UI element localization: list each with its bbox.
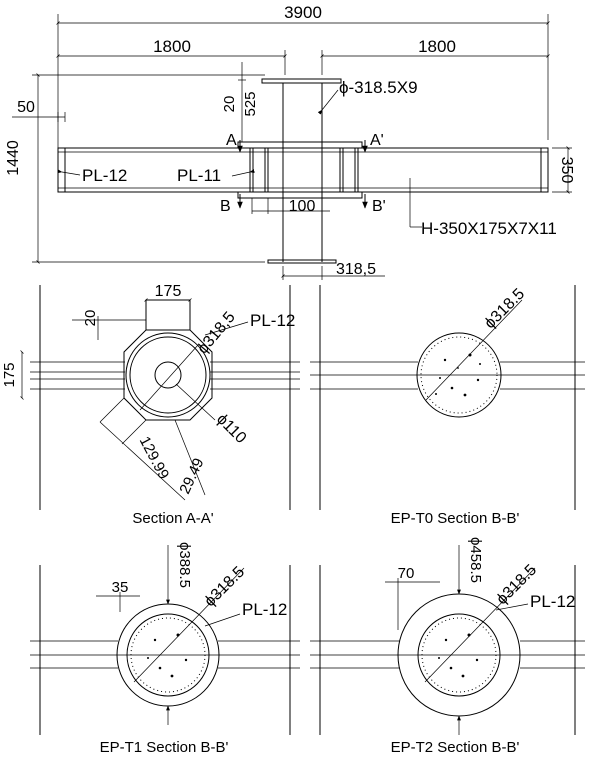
- sec-a-dim-d3: 175: [1, 362, 18, 387]
- dim-beam-depth: 350: [558, 157, 575, 184]
- dim-top-thk: 20: [221, 96, 238, 113]
- sec-a-dim-inner: ϕ110: [213, 411, 249, 447]
- concrete-fill: [435, 353, 481, 397]
- section-ep-t2: ϕ458.5 70 ϕ318.5 PL-12 EP-T2 Section B-B…: [310, 537, 585, 756]
- ep-t1-plate: PL-12: [242, 600, 287, 619]
- ep-t1-dim-outer: ϕ388.5: [176, 542, 193, 588]
- label-sec-b: B: [220, 198, 231, 215]
- sec-a-dim-diag1: 129.99: [136, 434, 173, 483]
- dim-height: 1440: [5, 140, 22, 176]
- ep-t1-dim-w: 35: [112, 579, 129, 596]
- sec-a-dim-dia: ϕ318,5: [194, 309, 239, 358]
- dim-right-span: 1800: [418, 37, 456, 56]
- dim-stub-len: 525: [242, 91, 259, 116]
- label-plate-left: PL-12: [82, 166, 127, 185]
- label-sec-a: A: [226, 132, 237, 149]
- dim-gap: 100: [289, 198, 316, 215]
- elevation-view: 3900 1800 1800 50 1440 20 525 ϕ-318.5X9: [5, 3, 575, 280]
- ep-t0-dim-dia: ϕ318.5: [481, 285, 528, 332]
- label-sec-a2: A': [370, 132, 384, 149]
- label-plate-inner: PL-11: [177, 166, 221, 185]
- sec-a-dim-d1: 175: [155, 283, 182, 300]
- ep-t2-plate: PL-12: [530, 592, 575, 611]
- label-sec-b2: B': [372, 198, 386, 215]
- dim-total-width: 3900: [284, 3, 322, 22]
- dim-left-span: 1800: [153, 37, 191, 56]
- concrete-fill: [438, 633, 479, 678]
- ep-t2-dim-w: 70: [398, 565, 415, 582]
- sec-a-plate: PL-12: [250, 311, 295, 330]
- ep-t2-dim-outer: ϕ458.5: [467, 537, 484, 583]
- section-a-a: 175 20 175 ϕ318,5 PL-12 ϕ110 129.99 29.4…: [1, 283, 300, 527]
- section-ep-t1: ϕ388.5 35 ϕ318.5 PL-12 EP-T1 Section B-B…: [30, 542, 300, 756]
- concrete-fill: [147, 633, 188, 678]
- label-beam: H-350X175X7X11: [421, 219, 557, 238]
- ep-t0-title: EP-T0 Section B-B': [391, 510, 520, 527]
- ep-t2-title: EP-T2 Section B-B': [391, 739, 520, 756]
- sec-a-dim-d2: 20: [82, 310, 99, 327]
- dim-col-width: 318,5: [336, 261, 376, 278]
- dim-plate-offset: 50: [17, 99, 35, 116]
- sec-a-title: Section A-A': [132, 510, 213, 527]
- section-ep-t0: ϕ318.5 EP-T0 Section B-B': [310, 285, 585, 527]
- ep-t1-title: EP-T1 Section B-B': [100, 739, 229, 756]
- label-pipe: ϕ-318.5X9: [339, 78, 418, 97]
